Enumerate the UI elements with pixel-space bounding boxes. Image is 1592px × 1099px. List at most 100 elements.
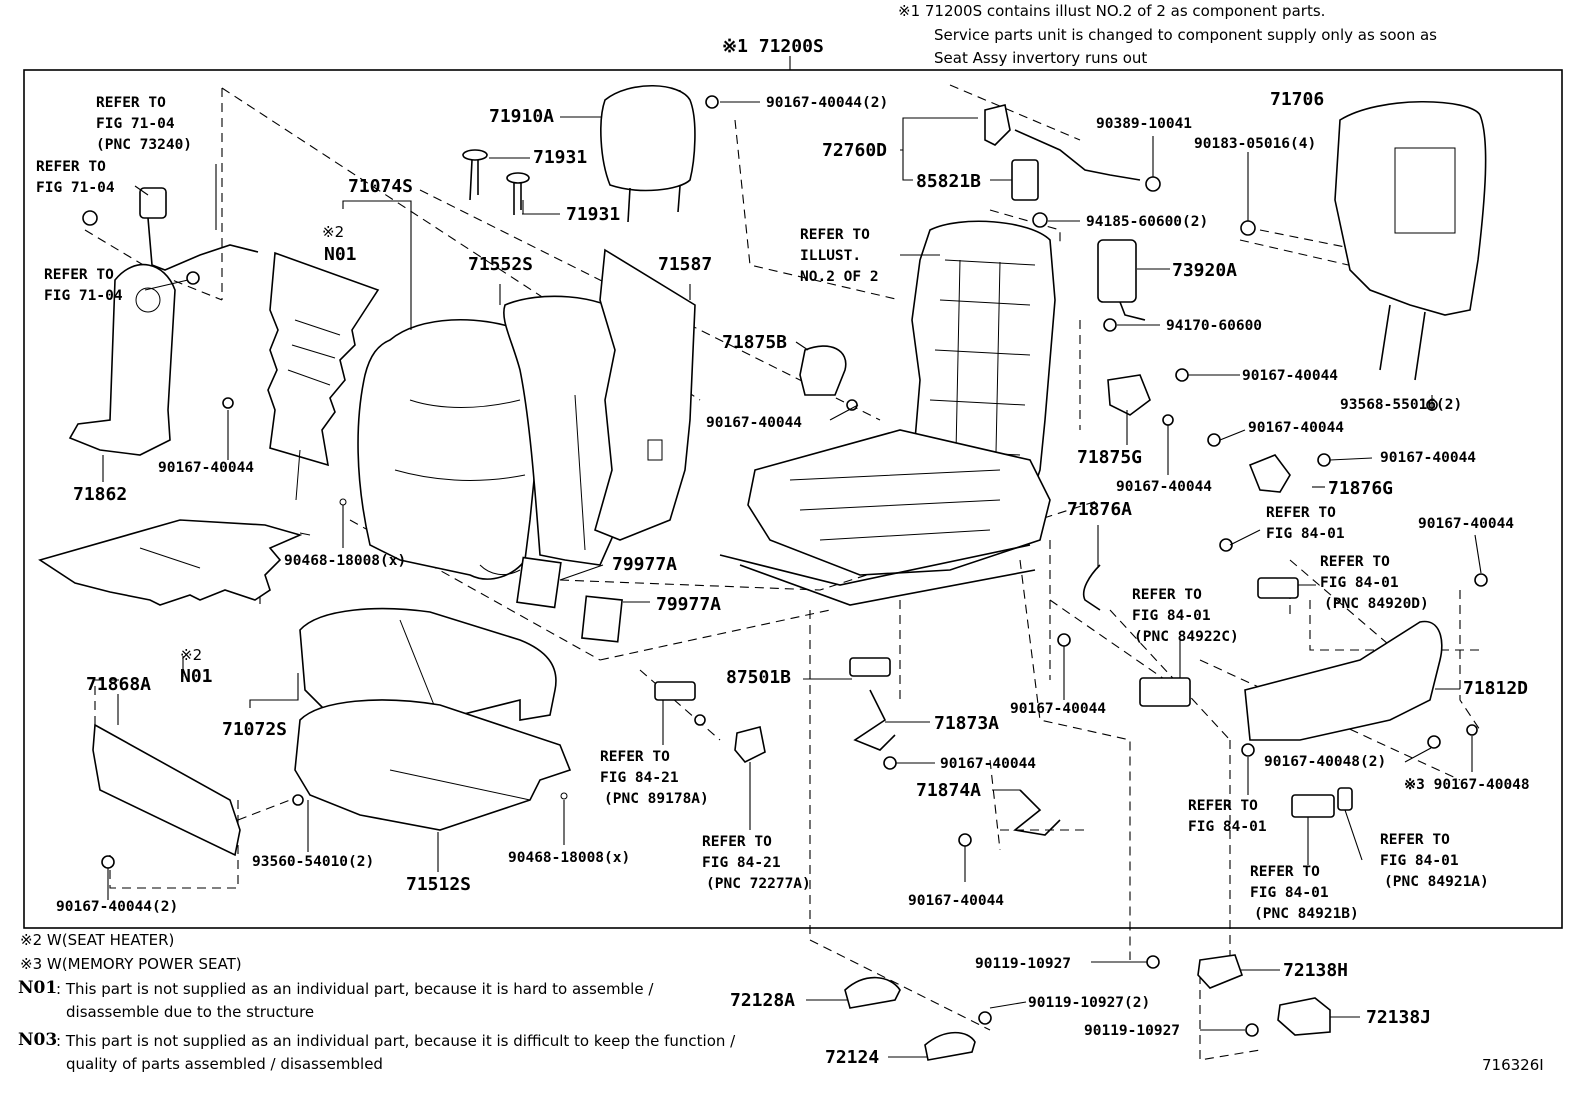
part-71512S-label: 71512S [406,874,471,895]
svg-text:REFER TO: REFER TO [800,227,870,243]
ref-3: REFER TO FIG 71-04 [44,267,123,304]
switch-84921B-drawing [1291,794,1335,818]
note-marker-n01-top: ※2 N01 [322,223,357,265]
part-72277A-drawing [734,726,766,763]
svg-text:※2: ※2 [180,646,202,664]
fastener-label-7: 93568-55016(2) [1340,397,1462,413]
fastener-label-25: 90119-10927 [1084,1023,1180,1039]
ref-1: REFER TO FIG 71-04 (PNC 73240) [96,95,192,153]
svg-text:(PNC 84921A): (PNC 84921A) [1384,874,1489,890]
part-71074S-label: 71074S [348,176,413,197]
svg-text:FIG 71-04: FIG 71-04 [96,116,175,132]
assembly-label: ※1 71200S [722,36,824,57]
diagram-frame [23,69,1563,929]
svg-text:FIG 84-01: FIG 84-01 [1320,575,1399,591]
footnote-seat-heater: ※2 W(SEAT HEATER) [20,931,175,949]
fastener-label-1: 90167-40044(2) [766,95,888,111]
part-71812D-drawing [1244,620,1443,741]
part-85821B-label: 85821B [916,171,981,192]
fastener-label-24: 90119-10927(2) [1028,995,1150,1011]
ref-10: REFER TO FIG 84-01 [1188,798,1267,835]
part-72138J-drawing [1277,997,1331,1036]
svg-text:ILLUST.: ILLUST. [800,248,861,264]
part-71875B-label: 71875B [722,332,787,353]
part-73920A-label: 73920A [1172,260,1237,281]
svg-text:REFER TO: REFER TO [1132,587,1202,603]
part-79977A-label-b: 79977A [656,594,721,615]
footnote-n03-line2: quality of parts assembled / disassemble… [66,1055,383,1073]
svg-text:N01: N01 [324,244,357,265]
svg-text:REFER TO: REFER TO [44,267,114,283]
part-72138H-drawing [1197,954,1244,989]
svg-text:REFER TO: REFER TO [1266,505,1336,521]
headrest-guide-drawing [462,149,530,215]
svg-text:FIG 84-01: FIG 84-01 [1188,819,1267,835]
svg-text:FIG 84-01: FIG 84-01 [1132,608,1211,624]
part-71875G-label: 71875G [1077,447,1142,468]
part-72138J-label: 72138J [1366,1007,1431,1028]
part-71862-label: 71862 [73,484,127,505]
part-71931-label-b: 71931 [566,204,620,225]
svg-text:※2: ※2 [322,223,344,241]
part-71812D-label: 71812D [1463,678,1528,699]
svg-text:(PNC 72277A): (PNC 72277A) [706,876,811,892]
svg-text:FIG 84-21: FIG 84-21 [702,855,781,871]
part-87501B-label: 87501B [726,667,791,688]
seat-frame-drawing [719,220,1056,606]
header-note-line2: Service parts unit is changed to compone… [934,26,1437,44]
fastener-label-22: 90167-40044 [908,893,1004,909]
note-marker-n01-bottom: ※2 N01 [180,646,213,687]
fastener-label-15: 90167-40044 [1010,701,1106,717]
part-71587-label: 71587 [658,254,712,275]
seatback-back-board-drawing [1334,100,1487,381]
part-71874A-label: 71874A [916,780,981,801]
part-71072S-label: 71072S [222,719,287,740]
part-71875G-drawing [1107,374,1151,416]
fastener-label-6: 90167-40044 [1242,368,1338,384]
fastener-label-19: 93560-54010(2) [252,854,374,870]
fastener-label-21: 90167-40044(2) [56,899,178,915]
part-71876A-drawing [1082,564,1101,611]
part-72760D-label: 72760D [822,140,887,161]
part-72138H-label: 72138H [1283,960,1348,981]
seat-heater-cushion-drawing [38,519,311,606]
latch-drawing [984,104,1141,201]
fastener-label-17: 90167-40048(2) [1264,754,1386,770]
svg-text:REFER TO: REFER TO [96,95,166,111]
svg-text:FIG 84-01: FIG 84-01 [1380,853,1459,869]
side-shield-drawing [92,723,241,857]
switch-84922C-drawing [1139,677,1191,707]
part-71552S-label: 71552S [468,254,533,275]
svg-text:REFER TO: REFER TO [1380,832,1450,848]
fastener-label-3: 90183-05016(4) [1194,136,1316,152]
fastener-label-8: 90167-40044 [706,415,802,431]
fastener-label-9: 90167-40044 [1248,420,1344,436]
ref-9: REFER TO FIG 84-21 (PNC 72277A) [702,834,811,892]
svg-text:REFER TO: REFER TO [1250,864,1320,880]
ref-4: REFER TO ILLUST. NO.2 OF 2 [800,227,879,285]
seatback-board-drawing [594,248,696,541]
header-note-line1: ※1 71200S contains illust NO.2 of 2 as c… [898,2,1326,20]
ref-5: REFER TO FIG 84-01 [1266,505,1345,542]
footnote-n01-code: N01 [18,978,58,998]
svg-text:REFER TO: REFER TO [1188,798,1258,814]
part-72128A-label: 72128A [730,990,795,1011]
svg-text:(PNC 84922C): (PNC 84922C) [1134,629,1239,645]
part-71706-label: 71706 [1270,89,1324,110]
part-79977A-label-a: 79977A [612,554,677,575]
seat-heater-back-drawing [267,251,380,501]
fastener-label-2: 90389-10041 [1096,116,1192,132]
part-79977A-sheet-a [516,556,562,609]
fastener-label-10: 90167-40044 [1380,450,1476,466]
part-71931-label-a: 71931 [533,147,587,168]
part-71874A-drawing [1013,789,1061,836]
part-72124-drawing [924,1031,976,1061]
part-71910A-label: 71910A [489,106,554,127]
header-note-line3: Seat Assy invertory runs out [934,49,1148,67]
fastener-label-12: 90167-40044 [1116,479,1212,495]
svg-text:FIG 84-01: FIG 84-01 [1266,526,1345,542]
svg-text:FIG 84-21: FIG 84-21 [600,770,679,786]
footnote-n03-line1: : This part is not supplied as an indivi… [56,1032,736,1050]
svg-text:(PNC 73240): (PNC 73240) [96,137,192,153]
footnote-n01-line1: : This part is not supplied as an indivi… [56,980,654,998]
